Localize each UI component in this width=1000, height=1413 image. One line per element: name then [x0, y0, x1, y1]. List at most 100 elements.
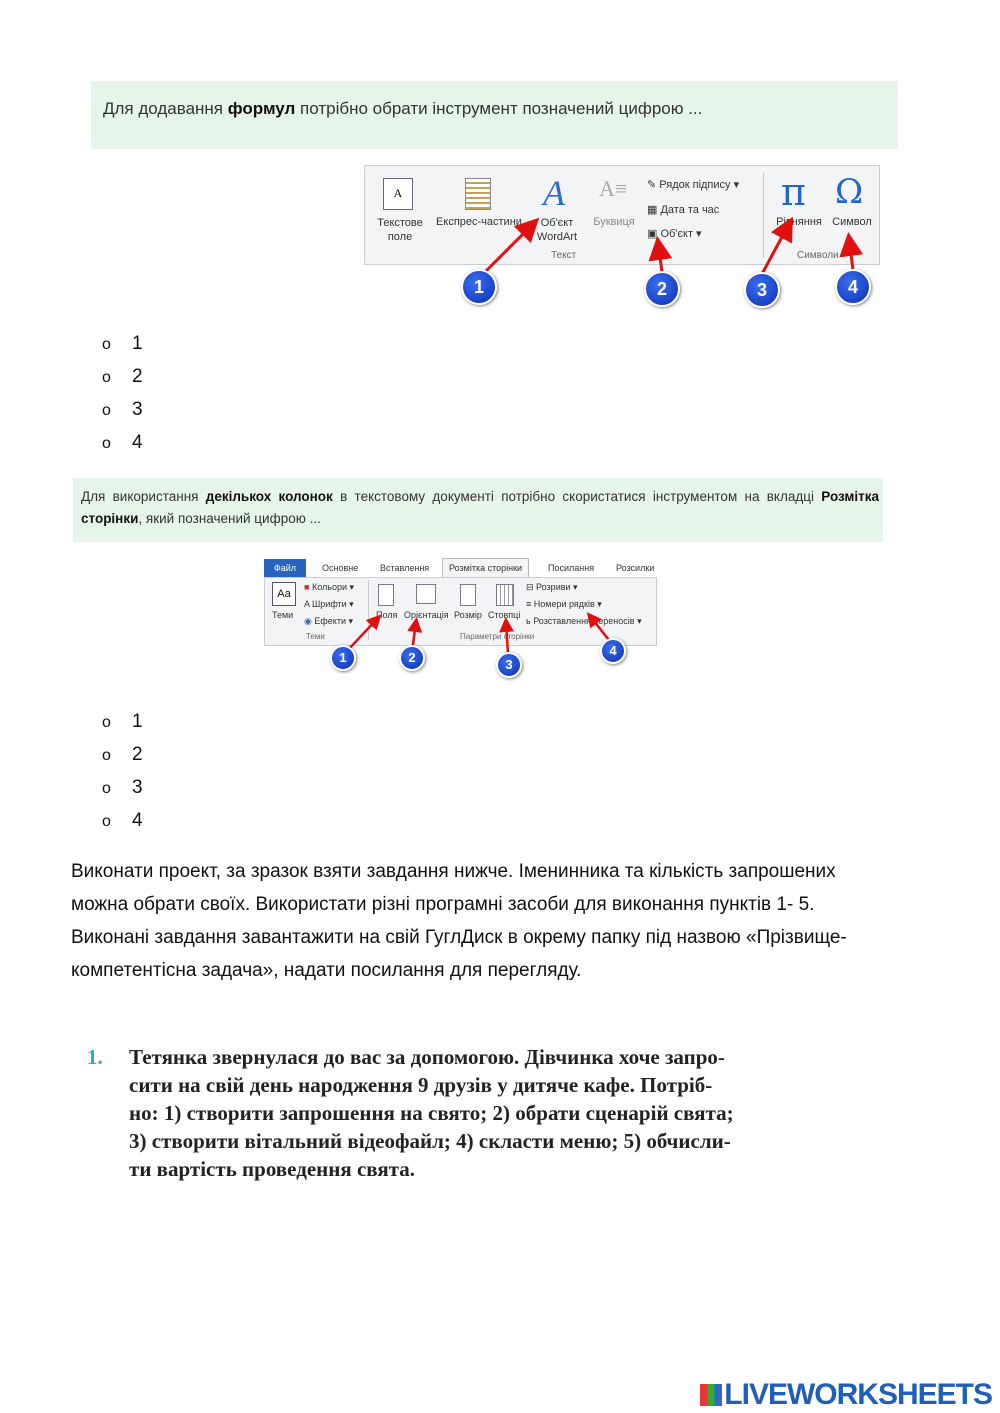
liveworksheets-logo[interactable]: LIVEWORKSHEETS [700, 1378, 993, 1412]
margins-label: Поля [376, 610, 398, 620]
badge-2: 2 [644, 271, 680, 307]
hyphenation-item: ь Розставлення переносів ▾ [526, 616, 642, 626]
group-symbols-label: Символи [797, 250, 839, 261]
logo-icon [700, 1384, 723, 1406]
badge-1: 1 [330, 645, 356, 671]
arrow-4 [839, 232, 864, 271]
colors-label: Кольори [311, 582, 347, 592]
signature-line-item: ✎ Рядок підпису ▾ [647, 179, 740, 191]
colors-item: ■ Кольори ▾ [304, 582, 355, 592]
orientation-icon [416, 584, 436, 604]
tab-mailings: Розсилки [616, 563, 655, 573]
question1-text: Для додавання формул потрібно обрати інс… [103, 99, 702, 119]
option-label: 2 [132, 744, 143, 765]
task-number: 1. [87, 1045, 103, 1069]
line-numbers-label: Номери рядків [533, 599, 595, 609]
option-label: 3 [132, 399, 143, 420]
task-lines: Тетянка звернулася до вас за допомогою. … [129, 1043, 869, 1183]
text-box-icon: A [383, 178, 413, 210]
arrow-1 [345, 614, 382, 653]
date-time-item: ▦ Дата та час [647, 204, 720, 216]
radio-circle-icon[interactable]: o [102, 747, 111, 764]
logo-text: LIVEWORKSHEETS [724, 1378, 993, 1411]
dropcap-label: Буквиця [593, 216, 635, 228]
omega-icon: Ω [835, 172, 864, 212]
task-line: сити на свій день народження 9 друзів у … [129, 1073, 713, 1097]
badge-4: 4 [600, 638, 626, 664]
wordart-label: Об'єкт WordArt [536, 217, 578, 243]
option-label: 3 [132, 777, 143, 798]
insert-ribbon-image: A Текстове поле Експрес-частини A Об'єкт… [364, 165, 880, 265]
size-label: Розмір [454, 610, 482, 620]
arrow-3 [760, 216, 793, 275]
ribbon1-arrows [483, 216, 864, 275]
badge-3: 3 [496, 652, 522, 678]
badge-4: 4 [835, 269, 871, 305]
radio-circle-icon[interactable]: o [102, 435, 111, 452]
question1-text-part: потрібно обрати інструмент позначений ци… [295, 99, 703, 118]
pi-icon: π [781, 170, 806, 214]
arrow-1 [483, 217, 540, 274]
arrow-3 [499, 617, 515, 655]
radio-circle-icon[interactable]: o [102, 336, 111, 353]
size-icon [460, 584, 476, 606]
option-label: 4 [132, 810, 143, 831]
radio-circle-icon[interactable]: o [102, 714, 111, 731]
badge-2: 2 [399, 645, 425, 671]
themes-icon: Aa [272, 582, 296, 606]
wordart-icon: A [543, 173, 565, 213]
question2-text-part: в текстовому документі потрібно скориста… [332, 489, 822, 504]
question1-box [91, 81, 898, 149]
question2-text-part: Для використання [81, 489, 206, 504]
hyphenation-label: Розставлення переносів [533, 616, 635, 626]
fonts-label: Шрифти [312, 599, 347, 609]
text-box-label: Текстове поле [377, 217, 423, 243]
question2-text-part: , який позначений цифрою ... [138, 511, 321, 526]
option-label: 1 [132, 711, 143, 732]
group-themes-label: Теми [306, 632, 325, 641]
tab-home: Основне [322, 563, 359, 573]
columns-label: Стовпці [488, 610, 521, 620]
arrow-2 [648, 236, 673, 273]
question2-text: Для використання декількох колонок в тек… [81, 486, 879, 530]
question2-bold: Розмітка сторінки [81, 489, 880, 526]
group-page-setup-label: Параметри сторінки [460, 632, 535, 641]
badge-3: 3 [744, 272, 780, 308]
ribbon-divider [368, 580, 369, 640]
page-layout-ribbon-image: Файл Основне Вставлення Розмітка сторінк… [264, 558, 657, 646]
breaks-label: Розриви [536, 582, 571, 592]
radio-circle-icon[interactable]: o [102, 369, 111, 386]
date-time-label: Дата та час [660, 204, 720, 216]
tab-insert: Вставлення [380, 563, 430, 573]
tab-file: Файл [264, 559, 306, 577]
option-label: 4 [132, 432, 143, 453]
orientation-label: Орієнтація [404, 610, 449, 620]
group-text-label: Текст [551, 250, 577, 261]
badge-1: 1 [461, 269, 497, 305]
question1-bold: формул [227, 99, 296, 118]
quick-parts-label: Експрес-частини [436, 216, 522, 228]
ribbon2-arrows [345, 612, 613, 655]
task-line: ти вартість проведення свята. [129, 1157, 416, 1181]
instruction-paragraph: Виконати проект, за зразок взяти завданн… [71, 861, 847, 981]
tab-references: Посилання [548, 563, 595, 573]
effects-item: ◉ Ефекти ▾ [304, 616, 354, 626]
radio-circle-icon[interactable]: o [102, 402, 111, 419]
task-line: 3) створити вітальний відеофайл; 4) скла… [129, 1129, 731, 1153]
breaks-item: ⊟ Розриви ▾ [526, 582, 578, 592]
quick-parts-icon [465, 178, 491, 210]
ribbon-divider [763, 172, 764, 258]
radio-circle-icon[interactable]: o [102, 780, 111, 797]
radio-circle-icon[interactable]: o [102, 813, 111, 830]
signature-line-label: Рядок підпису [659, 179, 731, 191]
line-numbers-item: ≡ Номери рядків ▾ [526, 599, 602, 609]
option-label: 2 [132, 366, 143, 387]
